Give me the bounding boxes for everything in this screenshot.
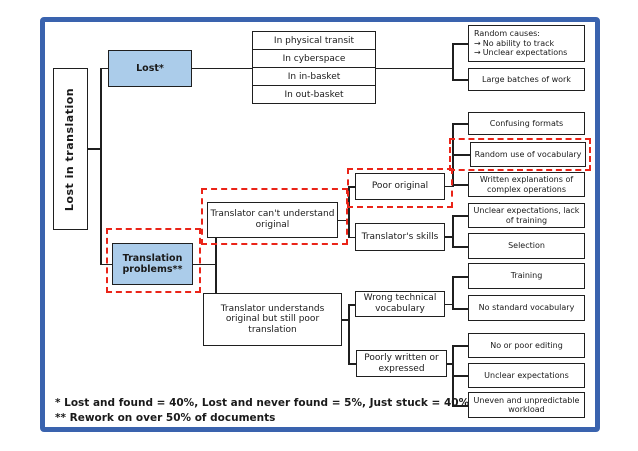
node-cant-understand-label: Translator can't understand original [210,209,335,230]
leaf-label: Written explanations of complex operatio… [479,175,574,194]
node-poorly-written: Poorly written or expressed [356,350,447,377]
connector-line [88,148,100,150]
leaf-random-causes-item: → No ability to track [474,39,554,48]
connector-line [452,79,469,81]
connector-line [452,215,469,217]
connector-line [348,304,350,364]
connector-line [348,186,356,188]
leaf-uneven-workload: Uneven and unpredictable workload [468,392,585,418]
connector-line [452,246,469,248]
node-poorly-written-label: Poorly written or expressed [364,352,439,374]
connector-line [445,236,453,238]
node-lost: Lost* [108,50,192,87]
connector-line [452,345,469,347]
connector-line [447,363,453,365]
leaf-no-poor-editing: No or poor editing [468,333,585,358]
leaf-selection: Selection [468,233,585,259]
footnotes: * Lost and found = 40%, Lost and never f… [55,396,585,426]
connector-line [342,319,349,321]
leaf-random-vocabulary: Random use of vocabulary [470,142,586,167]
node-poor-original-label: Poor original [371,181,429,192]
leaf-label: Unclear expectations [484,370,569,380]
connector-line [452,43,454,80]
leaf-training: Training [468,263,585,289]
node-poor-original: Poor original [355,173,445,200]
transit-item-label: In cyberspace [282,53,346,64]
node-understands-poor: Translator understands original but stil… [203,293,342,346]
node-understands-poor-label: Translator understands original but stil… [220,303,325,335]
connector-line [452,215,454,247]
leaf-label: Large batches of work [482,74,571,84]
connector-line [452,308,469,310]
footnote-2: ** Rework on over 50% of documents [55,412,276,425]
leaf-random-causes-title: Random causes: [474,29,540,39]
connector-line [348,186,350,237]
connector-line [452,123,469,125]
connector-line [452,43,469,45]
leaf-random-causes-item: → Unclear expectations [474,48,567,57]
leaf-random-causes-item-label: No ability to track [482,38,555,48]
connector-line [338,219,349,221]
connector-line [452,276,469,278]
leaf-label: Unclear expectations, lack of training [473,206,580,225]
node-wrong-vocabulary: Wrong technical vocabulary [355,291,445,317]
transit-item-label: In physical transit [273,35,355,46]
leaf-large-batches: Large batches of work [468,68,585,91]
node-cant-understand: Translator can't understand original [207,202,338,238]
leaf-label: Selection [508,241,545,251]
leaf-label: Training [510,271,543,281]
connector-line [215,238,217,294]
leaf-random-causes-item-label: Unclear expectations [482,48,568,58]
footnote-1: * Lost and found = 40%, Lost and never f… [55,397,470,409]
connector-line [100,67,109,69]
connector-line [193,263,216,265]
arrow-right-icon: → [474,38,481,48]
leaf-random-causes: Random causes: → No ability to track → U… [468,25,585,62]
node-translators-skills: Translator's skills [355,223,445,251]
arrow-right-icon: → [474,47,481,57]
transit-item-cyberspace: In cyberspace [252,49,376,68]
transit-item-out-basket: In out-basket [252,85,376,104]
leaf-confusing-formats: Confusing formats [468,112,585,135]
node-lost-label: Lost* [136,62,164,74]
connector-line [452,405,469,407]
node-translators-skills-label: Translator's skills [361,231,439,242]
leaf-label: Uneven and unpredictable workload [473,395,580,414]
node-translation-problems: Translation problems** [112,243,193,285]
node-translation-problems-label: Translation problems** [122,252,183,275]
leaf-label: No standard vocabulary [478,303,575,313]
connector-line [452,375,469,377]
node-lost-in-translation: Lost in translation [53,68,88,230]
node-lost-in-translation-label: Lost in translation [63,87,77,211]
connector-line [445,303,453,305]
connector-line [348,236,356,238]
leaf-written-explanations: Written explanations of complex operatio… [468,172,585,197]
leaf-unclear-expectations: Unclear expectations [468,363,585,388]
leaf-label: Confusing formats [489,118,564,128]
connector-line [452,276,454,309]
connector-line [348,363,357,365]
leaf-label: No or poor editing [490,340,563,350]
connector-line [445,185,453,187]
node-wrong-vocabulary-label: Wrong technical vocabulary [363,293,437,314]
connector-line [452,154,470,156]
transit-item-label: In in-basket [287,71,341,82]
transit-item-physical: In physical transit [252,31,376,50]
leaf-no-standard-vocabulary: No standard vocabulary [468,295,585,321]
leaf-unclear-lack-training: Unclear expectations, lack of training [468,203,585,228]
connector-line [100,68,102,265]
connector-line [452,184,469,186]
transit-item-in-basket: In in-basket [252,67,376,86]
leaf-label: Random use of vocabulary [474,149,582,159]
connector-line [348,304,356,306]
transit-item-label: In out-basket [284,89,344,100]
diagram-frame [40,17,600,432]
